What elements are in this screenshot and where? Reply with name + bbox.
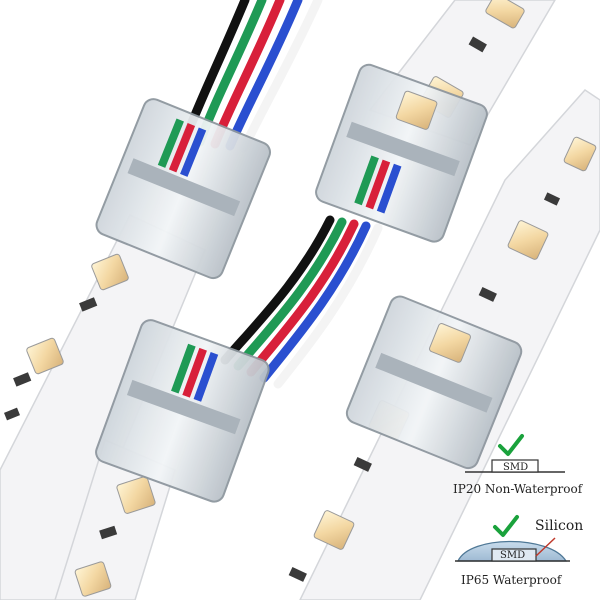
wire-bundle-jumper xyxy=(220,215,383,389)
connector-top-center xyxy=(315,63,488,243)
check-icon xyxy=(493,515,519,537)
connector-top-left xyxy=(95,98,271,280)
ip65-diagram xyxy=(455,515,570,562)
connector-right xyxy=(345,295,523,470)
silicon-label: Silicon xyxy=(535,518,584,534)
ip20-caption: IP20 Non-Waterproof xyxy=(453,482,583,496)
led-strip-middle xyxy=(54,438,176,600)
ip65-chip-label: SMD xyxy=(500,550,526,561)
ip20-diagram xyxy=(465,434,565,473)
check-icon xyxy=(498,434,524,456)
ip20-chip-label: SMD xyxy=(503,462,529,473)
connector-center xyxy=(95,319,270,503)
ip65-caption: IP65 Waterproof xyxy=(461,573,562,587)
